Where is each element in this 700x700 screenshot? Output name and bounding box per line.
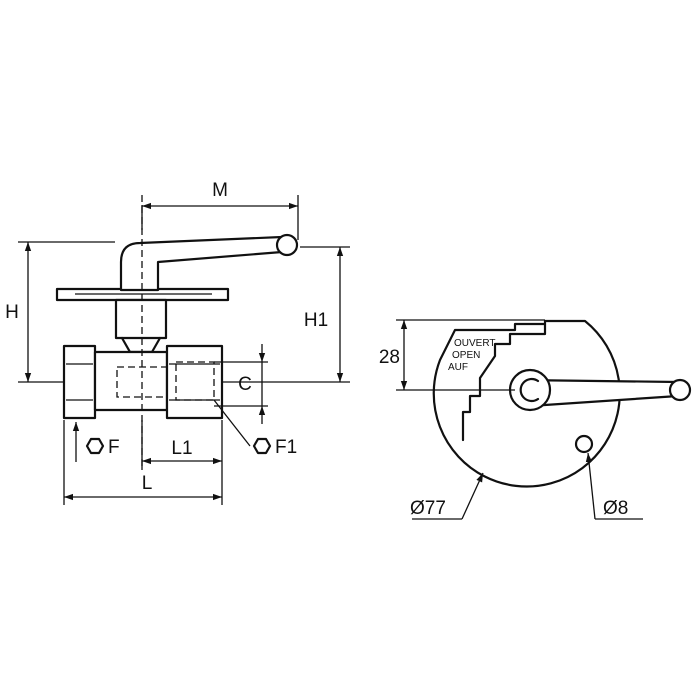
valve-stem	[114, 298, 168, 340]
dim-label-hole-diameter: Ø8	[603, 498, 628, 519]
handle-ball-knob	[275, 233, 299, 257]
dim-label-f1: F1	[275, 437, 297, 458]
dim-label-m: M	[212, 180, 228, 201]
position-label-auf: AUF	[448, 362, 468, 373]
valve-top-view: OUVERT OPEN AUF 28 Ø77 Ø8	[379, 319, 692, 520]
position-label-ouvert: OUVERT	[454, 338, 496, 349]
position-label-open: OPEN	[452, 350, 480, 361]
hub-nut-icon	[519, 377, 540, 403]
locking-hole	[574, 434, 594, 454]
dim-label-l1: L1	[171, 438, 192, 459]
valve-body	[93, 350, 169, 412]
stop-notch-edge	[461, 322, 547, 442]
handle-lever	[119, 235, 284, 292]
dim-label-c: C	[238, 374, 252, 395]
handle-ball-knob	[668, 378, 692, 402]
hexagon-icon	[85, 437, 105, 455]
dim-label-f: F	[108, 437, 120, 458]
handle-hub	[508, 368, 552, 412]
hexagon-icon	[252, 437, 272, 455]
valve-side-view: M H H1 C F L1 F1 L	[5, 180, 350, 505]
dim-label-28: 28	[379, 347, 400, 368]
dim-label-h: H	[5, 302, 19, 323]
dim-label-l: L	[142, 473, 153, 494]
dim-label-plate-diameter: Ø77	[410, 498, 446, 519]
dim-label-h1: H1	[304, 310, 328, 331]
left-hex-nut	[62, 344, 97, 420]
